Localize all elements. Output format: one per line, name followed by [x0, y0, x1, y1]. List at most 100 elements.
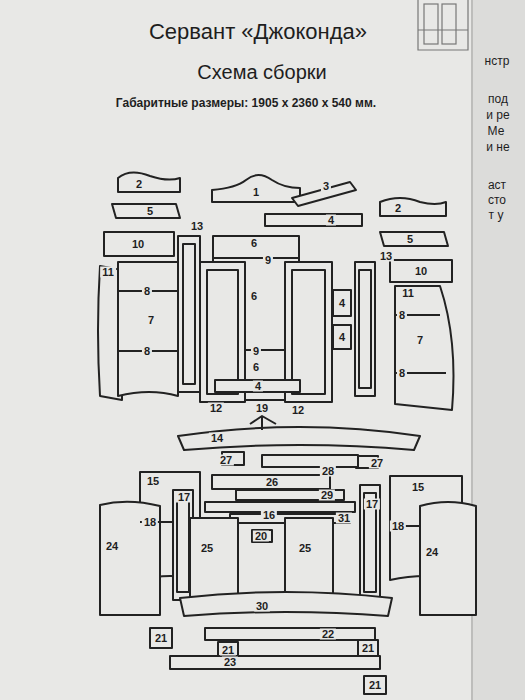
callout-number: 9 — [263, 255, 273, 266]
callout-number: 7 — [146, 315, 156, 326]
callout-number: 2 — [134, 179, 144, 190]
callout-number: 24 — [424, 547, 440, 558]
drawing-stroke — [112, 204, 180, 218]
drawing-stroke — [236, 490, 344, 500]
callout-number: 13 — [189, 221, 205, 232]
callout-number: 21 — [360, 643, 376, 654]
drawing-stroke — [265, 214, 362, 226]
callout-number: 6 — [249, 291, 259, 302]
drawing-stroke — [390, 260, 452, 282]
drawing-stroke — [213, 257, 299, 259]
drawing-stroke — [360, 485, 380, 600]
drawing-stroke — [180, 592, 392, 616]
heading-text: Габаритные размеры: 1905 x 2360 x 540 мм… — [116, 97, 376, 110]
callout-number: 4 — [337, 298, 347, 309]
callout-number: 22 — [320, 629, 336, 640]
callout-number: 27 — [369, 458, 385, 469]
drawing-stroke — [380, 198, 446, 216]
callout-number: 25 — [199, 543, 215, 554]
drawing-stroke — [442, 4, 456, 44]
callout-number: 14 — [209, 433, 225, 444]
callout-number: 6 — [251, 362, 261, 373]
callout-number: 3 — [321, 181, 331, 192]
drawing-stroke — [424, 4, 438, 44]
callout-number: 27 — [218, 455, 234, 466]
drawing-stroke — [292, 270, 325, 394]
callout-number: 23 — [222, 657, 238, 668]
drawing-stroke — [420, 502, 476, 615]
drawing-stroke — [205, 502, 355, 512]
callout-number: 6 — [249, 238, 259, 249]
callout-number: 25 — [297, 543, 313, 554]
callout-number: 4 — [337, 332, 347, 343]
drawing-stroke — [418, 29, 468, 30]
callout-number: 28 — [320, 466, 336, 477]
page-fragment: Ме — [488, 125, 505, 138]
page-fragment: и ре — [486, 109, 509, 122]
drawing-stroke — [380, 232, 448, 246]
callout-number: 20 — [253, 531, 269, 542]
callout-number: 10 — [130, 239, 146, 250]
callout-number: 21 — [367, 680, 383, 691]
callout-number: 18 — [142, 517, 158, 528]
callout-number: 31 — [336, 513, 352, 524]
top-section — [98, 172, 454, 410]
drawing-stroke — [104, 232, 174, 256]
callout-number: 11 — [100, 267, 116, 278]
drawing-stroke — [118, 262, 178, 396]
callout-number: 17 — [364, 499, 380, 510]
page-fragment: под — [488, 93, 508, 106]
drawing-stroke — [178, 427, 420, 450]
drawing-stroke — [150, 628, 172, 648]
drawing-stroke — [333, 290, 351, 316]
callout-number: 18 — [390, 521, 406, 532]
callout-number: 29 — [319, 490, 335, 501]
callout-number: 12 — [208, 403, 224, 414]
drawing-stroke — [333, 325, 351, 349]
callout-number: 16 — [261, 510, 277, 521]
callout-number: 15 — [145, 476, 161, 487]
drawing-stroke — [207, 270, 238, 394]
heading-text: Схема сборки — [197, 61, 326, 83]
drawing-stroke — [183, 244, 195, 384]
callout-number: 8 — [397, 310, 407, 321]
bottom-section — [100, 416, 476, 694]
drawing-stroke — [418, 0, 468, 50]
drawing-stroke — [100, 502, 160, 615]
callout-number: 24 — [104, 541, 120, 552]
drawing-stroke — [212, 475, 330, 489]
callout-number: 11 — [400, 288, 416, 299]
drawing-stroke — [359, 270, 371, 388]
callout-number: 13 — [378, 251, 394, 262]
callout-number: 4 — [253, 381, 263, 392]
next-page — [472, 0, 525, 700]
drawing-stroke — [358, 640, 378, 656]
callout-number: 8 — [142, 286, 152, 297]
callout-number: 2 — [393, 203, 403, 214]
page-fragment: т у — [489, 209, 504, 222]
callout-number: 7 — [415, 335, 425, 346]
thumbnail-sketch — [418, 0, 468, 50]
callout-number: 17 — [176, 492, 192, 503]
callout-number: 21 — [153, 633, 169, 644]
drawing-stroke — [177, 498, 189, 592]
drawing-stroke — [215, 380, 300, 392]
callout-number: 5 — [145, 206, 155, 217]
drawing-stroke — [170, 656, 380, 669]
callout-number: 8 — [397, 368, 407, 379]
callout-number: 12 — [290, 405, 306, 416]
page-fragment: и не — [486, 141, 509, 154]
callout-number: 5 — [405, 234, 415, 245]
drawing-stroke — [205, 628, 375, 640]
drawing-stroke — [250, 416, 276, 430]
page-fragment: нстр — [485, 55, 510, 68]
callout-number: 8 — [142, 346, 152, 357]
callout-number: 30 — [254, 601, 270, 612]
callout-number: 26 — [264, 477, 280, 488]
callout-number: 21 — [220, 645, 236, 656]
callout-number: 10 — [413, 266, 429, 277]
drawing-stroke — [252, 530, 272, 542]
drawing-stroke — [395, 286, 454, 410]
callout-number: 1 — [251, 187, 261, 198]
page-title: Сервант «Джоконда» — [149, 20, 367, 44]
